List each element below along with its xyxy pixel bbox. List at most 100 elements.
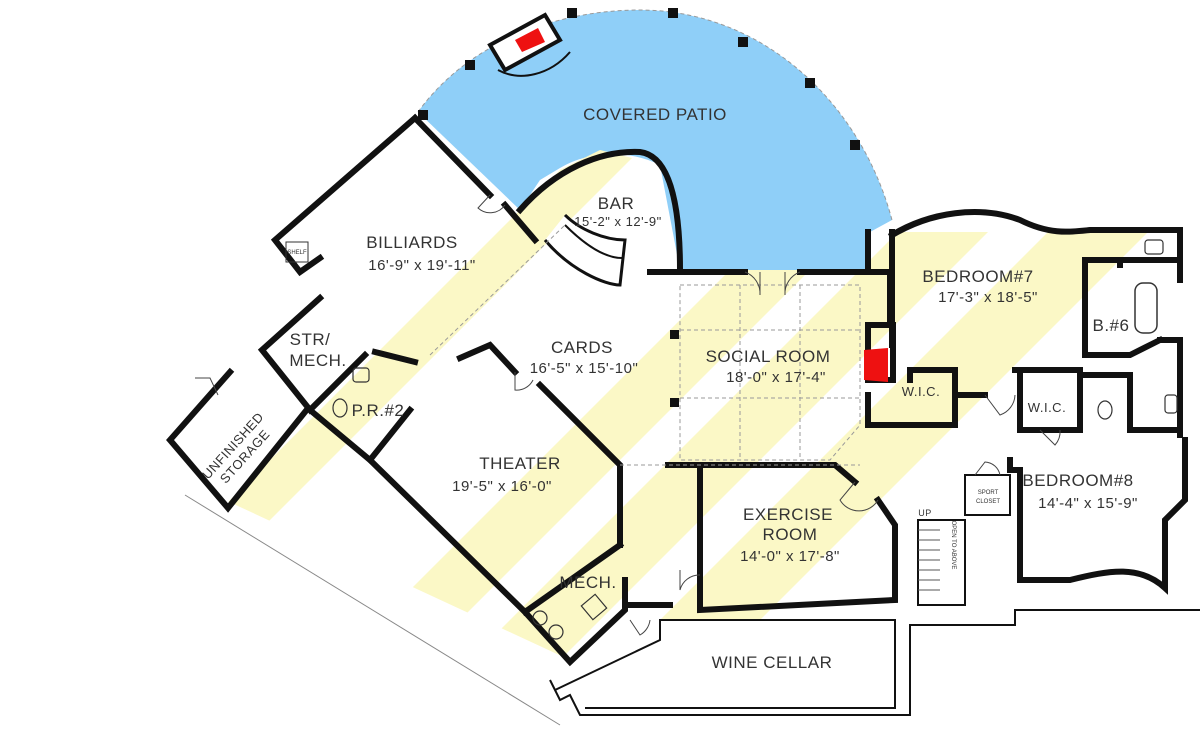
sink-icon bbox=[1144, 239, 1164, 255]
wall-mech bbox=[520, 540, 628, 667]
exercise-room-label-line2: ROOM bbox=[763, 525, 818, 544]
wall-bar-outer bbox=[515, 148, 684, 274]
cards-label: CARDS bbox=[551, 338, 613, 357]
wall-bedroom7-mid bbox=[889, 229, 988, 398]
str-mech-label-line2: MECH. bbox=[289, 351, 346, 370]
door-swing bbox=[1039, 429, 1061, 446]
stair-treads bbox=[918, 529, 940, 591]
light-band bbox=[170, 120, 700, 560]
exercise-room-label-line1: EXERCISE bbox=[743, 505, 833, 524]
patio-columns bbox=[418, 8, 860, 150]
door-swing bbox=[629, 619, 651, 636]
bar-counter-inner bbox=[564, 224, 623, 259]
outdoor-fireplace bbox=[487, 12, 571, 77]
column bbox=[670, 398, 679, 407]
door-swing bbox=[744, 271, 761, 296]
bedroom8-label: BEDROOM#8 bbox=[1022, 471, 1133, 490]
hearth-icon bbox=[515, 28, 545, 52]
bedroom7-label: BEDROOM#7 bbox=[922, 267, 1033, 286]
wall-wic2 bbox=[1012, 367, 1083, 433]
pr2-label: P.R.#2 bbox=[352, 401, 405, 420]
bath6-label: B.#6 bbox=[1093, 316, 1130, 335]
wall-bath-closet bbox=[1082, 372, 1183, 433]
shelf-label: SHELF bbox=[287, 250, 307, 256]
doors bbox=[195, 194, 1061, 636]
door-swing bbox=[984, 394, 1016, 416]
billiards-dims: 16'-9" x 19'-11" bbox=[368, 257, 476, 274]
column bbox=[668, 8, 678, 18]
covered-patio-area bbox=[418, 10, 892, 270]
wall-wine-cellar-inner bbox=[554, 619, 896, 709]
bedroom7-dims: 17'-3" x 18'-5" bbox=[938, 289, 1038, 306]
column bbox=[670, 330, 679, 339]
social-room-label: SOCIAL ROOM bbox=[706, 347, 831, 366]
wall-billiards-outer bbox=[270, 113, 420, 277]
wall-bath6 bbox=[1082, 257, 1183, 438]
wic2-label: W.I.C. bbox=[1028, 400, 1066, 415]
column bbox=[738, 37, 748, 47]
social-room-grid bbox=[429, 224, 861, 466]
door-swing bbox=[784, 271, 801, 296]
wall-storage bbox=[166, 367, 310, 513]
sport-closet-line1: SPORT bbox=[978, 490, 999, 496]
theater-label: THEATER bbox=[479, 454, 561, 473]
patio-edge bbox=[417, 9, 893, 221]
ceiling-grid bbox=[679, 284, 861, 461]
bedroom8-dims: 14'-4" x 15'-9" bbox=[1038, 495, 1138, 512]
stair-outline bbox=[917, 519, 966, 606]
toilet-icon bbox=[332, 398, 348, 418]
sink-icon bbox=[1164, 394, 1178, 414]
open-to-above-label: OPEN TO ABOVE bbox=[950, 521, 956, 570]
wine-cellar-label: WINE CELLAR bbox=[712, 653, 833, 672]
bar-dims: 15'-2" x 12'-9" bbox=[574, 214, 661, 229]
wall-bedroom8 bbox=[1007, 437, 1188, 595]
covered-patio-label: COVERED PATIO bbox=[583, 105, 727, 124]
light-band bbox=[580, 200, 1180, 660]
sport-closet-line2: CLOSET bbox=[976, 499, 1000, 505]
billiards-label: BILLIARDS bbox=[366, 233, 457, 252]
site-boundary-line bbox=[184, 494, 561, 726]
water-heater-icon bbox=[548, 624, 564, 640]
exercise-room-dims: 14'-0" x 17'-8" bbox=[740, 548, 840, 565]
door-swing bbox=[195, 377, 219, 396]
cards-dims: 16'-5" x 15'-10" bbox=[530, 360, 639, 377]
column bbox=[465, 60, 475, 70]
water-heater-icon bbox=[532, 610, 548, 626]
mech-label: MECH. bbox=[559, 573, 616, 592]
wall-theater-left bbox=[365, 455, 530, 617]
stair: UP OPEN TO ABOVE bbox=[917, 508, 966, 606]
sink-icon bbox=[352, 367, 370, 383]
fixtures: SHELF bbox=[285, 239, 1178, 640]
wall-str-mech bbox=[257, 293, 370, 415]
fireplace-ledge bbox=[497, 51, 571, 77]
column bbox=[567, 8, 577, 18]
social-room-dims: 18'-0" x 17'-4" bbox=[726, 369, 826, 386]
wall-theater-top bbox=[371, 341, 520, 377]
toilet-icon bbox=[1097, 400, 1113, 420]
light-band bbox=[300, 180, 900, 660]
hearth-icon bbox=[864, 348, 888, 382]
wall-billiards-patio bbox=[410, 113, 540, 245]
door-swing bbox=[514, 372, 534, 391]
door-swing bbox=[477, 194, 506, 214]
str-mech-label-line1: STR/ bbox=[290, 330, 331, 349]
wall-bedroom7-north bbox=[887, 209, 1183, 283]
room-labels: COVERED PATIO BAR 15'-2" x 12'-9" BILLIA… bbox=[199, 105, 1138, 672]
bar-label: BAR bbox=[598, 194, 634, 213]
walls bbox=[166, 113, 1200, 716]
stair-up-label: UP bbox=[918, 508, 932, 518]
bathtub-icon bbox=[1134, 282, 1158, 334]
shelf-icon bbox=[285, 241, 309, 263]
wall-wine-cellar bbox=[549, 609, 1200, 716]
column bbox=[850, 140, 860, 150]
column bbox=[805, 78, 815, 88]
door-swing bbox=[839, 481, 879, 512]
wall-sport-closet bbox=[964, 474, 1011, 516]
theater-dims: 19'-5" x 16'-0" bbox=[452, 478, 552, 495]
column bbox=[418, 110, 428, 120]
door-swing bbox=[974, 461, 1001, 476]
door-swing bbox=[679, 570, 701, 591]
bar-counter bbox=[543, 213, 627, 287]
hvac-unit-icon bbox=[580, 593, 608, 621]
